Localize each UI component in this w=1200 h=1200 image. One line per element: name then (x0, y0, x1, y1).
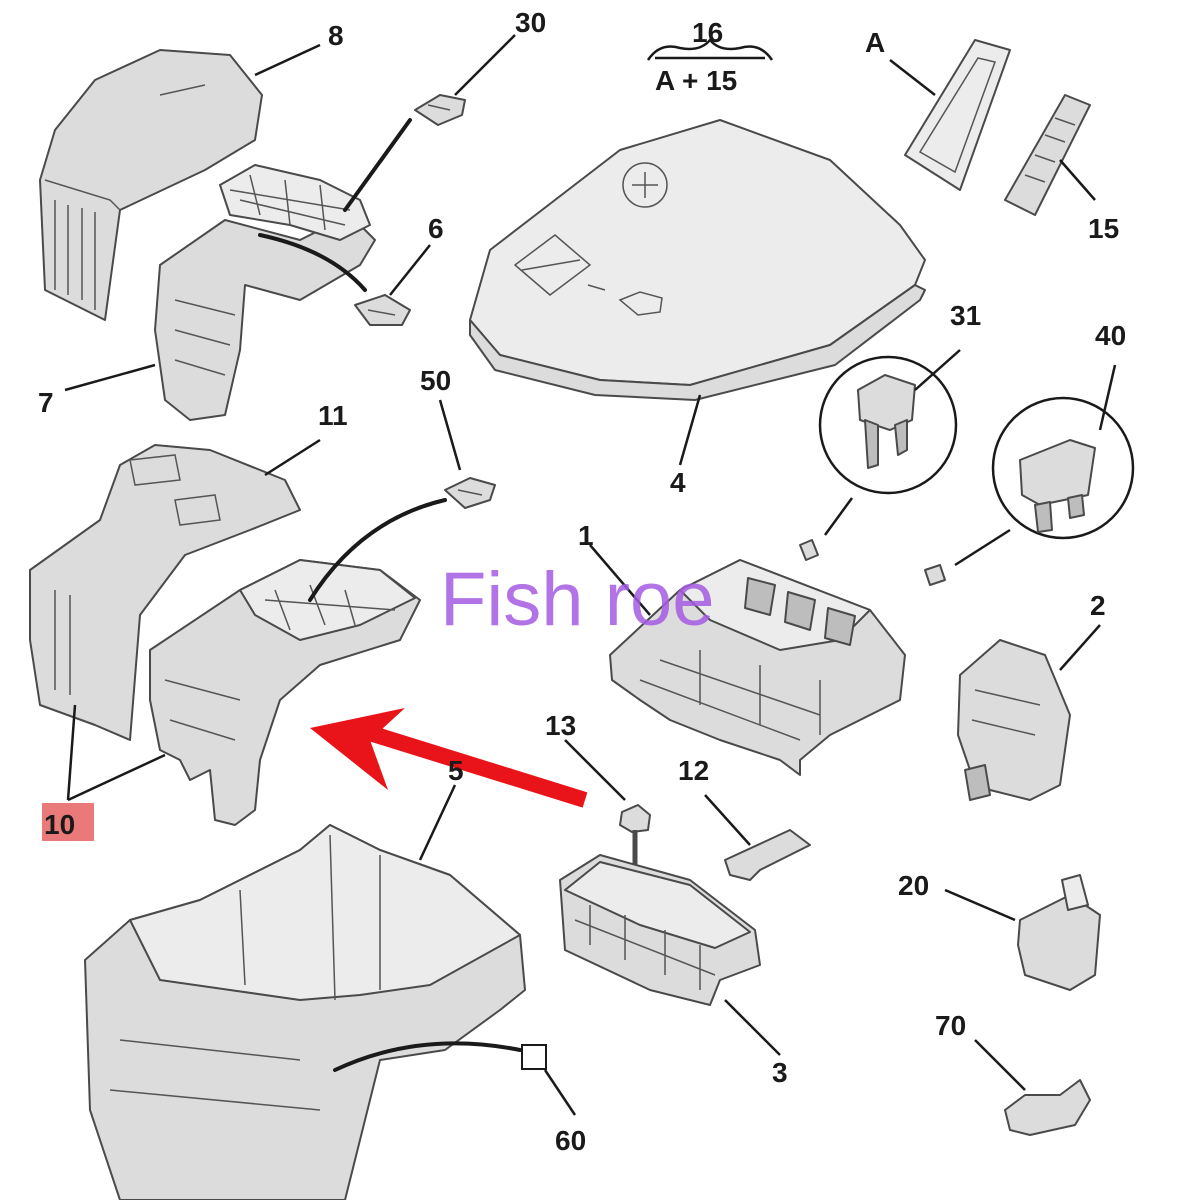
label-16: 16 (692, 17, 723, 48)
label-11: 11 (318, 400, 348, 431)
part-3-box (559, 854, 761, 1006)
part-60-tag (521, 1044, 547, 1070)
part-30-wire (343, 118, 412, 212)
part-10-highlight (42, 803, 94, 841)
label-60: 60 (555, 1125, 586, 1156)
label-15: 15 (1088, 213, 1119, 244)
part-40-small-fuse (924, 564, 946, 586)
leader-lines (64, 34, 1117, 1116)
part-40-leader (954, 528, 1011, 567)
label-6: 6 (428, 213, 444, 244)
part-50-wire (308, 498, 447, 602)
part-20-relay (1017, 874, 1101, 991)
label-7: 7 (38, 387, 54, 418)
label-3: 3 (772, 1057, 788, 1088)
label-13: 13 (545, 710, 576, 741)
part-6-wire (258, 233, 367, 292)
red-pointer-arrow (310, 708, 588, 808)
part-11-cover (29, 444, 301, 741)
part-2-relay-module (957, 639, 1071, 801)
part-15-fuse-strip (1004, 94, 1091, 216)
part-31-fuse-detail (818, 355, 958, 495)
part-40-fuse-detail (991, 396, 1135, 540)
label-50: 50 (420, 365, 451, 396)
part-60-wire (333, 1041, 522, 1072)
part-10-fuse-carrier (149, 559, 421, 826)
label-A-plus-15: A + 15 (655, 65, 737, 96)
part-31-small-fuse (799, 539, 819, 561)
label-31: 31 (950, 300, 981, 331)
label-40: 40 (1095, 320, 1126, 351)
label-4: 4 (670, 467, 686, 498)
part-6-connector (354, 294, 411, 326)
part-30-connector (414, 94, 466, 126)
part-50-connector (444, 477, 496, 509)
label-2: 2 (1090, 590, 1106, 621)
label-A: A (865, 27, 885, 58)
part-8-cover (39, 49, 263, 321)
label-10: 10 (44, 809, 75, 840)
part-31-leader (823, 497, 854, 536)
part-70-clip (1004, 1079, 1091, 1136)
part-1-fuse-block (609, 559, 906, 776)
label-30: 30 (515, 7, 546, 38)
part-4-lid-cover (469, 119, 926, 401)
label-8: 8 (328, 20, 344, 51)
label-20: 20 (898, 870, 929, 901)
part-7-fuse-box-frame (154, 164, 376, 421)
part-12-bracket (724, 829, 811, 881)
watermark-text: Fish roe (440, 557, 715, 642)
part-5-tray-housing (84, 824, 526, 1200)
part-A-frame (904, 39, 1011, 191)
label-12: 12 (678, 755, 709, 786)
label-70: 70 (935, 1010, 966, 1041)
label-1: 1 (578, 520, 594, 551)
label-5: 5 (448, 755, 464, 786)
